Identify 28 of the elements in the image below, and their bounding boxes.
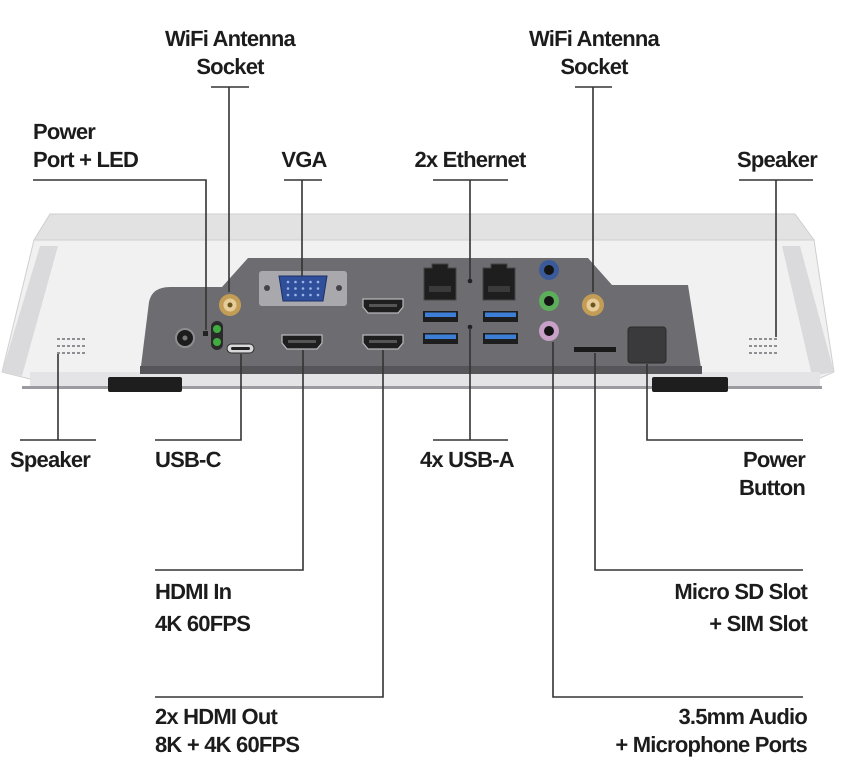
callout-label: 2x Ethernet [414,146,526,174]
leader-line [738,179,814,338]
leader-line [432,179,509,280]
leader-line [155,354,242,441]
leader-line [283,179,323,277]
callout-label: Speaker [737,146,817,174]
leader-line [155,350,384,698]
callout-label: Speaker [10,446,90,474]
leader-line [646,364,803,441]
callout-label: USB-C [155,446,221,474]
callout-label: HDMI In 4K 60FPS [155,576,250,640]
leader-line [432,327,509,441]
callout-label: Micro SD Slot + SIM Slot [674,576,807,640]
callout-label: 4x USB-A [420,446,514,474]
leader-line [594,353,803,571]
callout-label: 2x HDMI Out 8K + 4K 60FPS [155,703,300,759]
callout-label: Power Button [738,446,805,502]
leader-line [33,179,207,330]
leader-line [552,342,803,698]
callout-label: VGA [281,146,327,174]
leader-line [19,353,97,441]
callout-label: Power Port + LED [33,118,138,174]
leader-line [210,86,250,293]
leader-line [155,350,304,571]
callout-label: 3.5mm Audio + Microphone Ports [615,703,807,759]
callout-label: WiFi Antenna Socket [165,25,295,81]
leader-line [574,86,613,293]
callout-label: WiFi Antenna Socket [529,25,659,81]
